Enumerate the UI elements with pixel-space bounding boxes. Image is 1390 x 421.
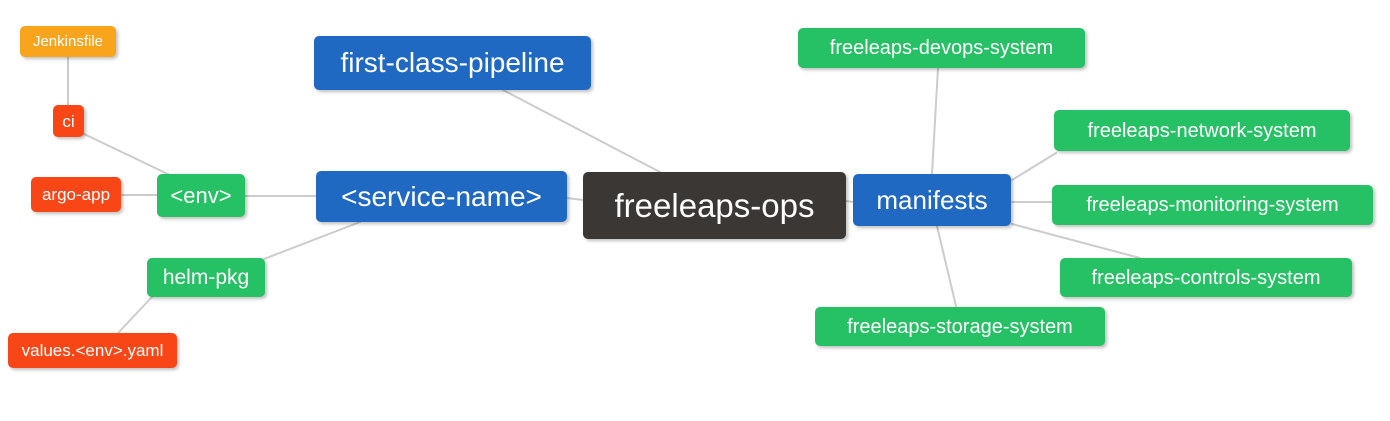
node-service-name[interactable]: <service-name> bbox=[316, 171, 567, 222]
node-jenkinsfile[interactable]: Jenkinsfile bbox=[20, 26, 116, 57]
node-freeleaps-controls-system[interactable]: freeleaps-controls-system bbox=[1060, 258, 1352, 297]
node-freeleaps-storage-system[interactable]: freeleaps-storage-system bbox=[815, 307, 1105, 346]
node-values-env-yaml[interactable]: values.<env>.yaml bbox=[8, 333, 177, 368]
node-freeleaps-network-system[interactable]: freeleaps-network-system bbox=[1054, 110, 1350, 151]
edge-ci--env bbox=[81, 132, 173, 177]
node-freeleaps-monitoring-system[interactable]: freeleaps-monitoring-system bbox=[1052, 185, 1373, 225]
node-ci[interactable]: ci bbox=[53, 105, 84, 137]
node-helm-pkg[interactable]: helm-pkg bbox=[147, 258, 265, 297]
node-manifests[interactable]: manifests bbox=[853, 174, 1011, 226]
node-argo-app[interactable]: argo-app bbox=[31, 177, 121, 212]
node-freeleaps-ops[interactable]: freeleaps-ops bbox=[583, 172, 846, 239]
edge-manifests--freeleaps-devops-system bbox=[931, 67, 939, 175]
edge-helm-pkg--values-env-yaml bbox=[117, 296, 153, 334]
edge-service-name--helm-pkg bbox=[263, 221, 361, 260]
edge-service-name--freeleaps-ops bbox=[566, 197, 584, 201]
node-freeleaps-devops-system[interactable]: freeleaps-devops-system bbox=[798, 28, 1085, 68]
node-first-class-pipeline[interactable]: first-class-pipeline bbox=[314, 36, 591, 90]
edge-manifests--freeleaps-storage-system bbox=[936, 225, 957, 307]
node-env[interactable]: <env> bbox=[157, 174, 245, 217]
edge-freeleaps-ops--manifests bbox=[845, 200, 854, 203]
edge-first-class-pipeline--freeleaps-ops bbox=[502, 89, 661, 173]
edge-manifests--freeleaps-network-system bbox=[1011, 152, 1057, 181]
edge-manifests--freeleaps-controls-system bbox=[1011, 223, 1141, 259]
